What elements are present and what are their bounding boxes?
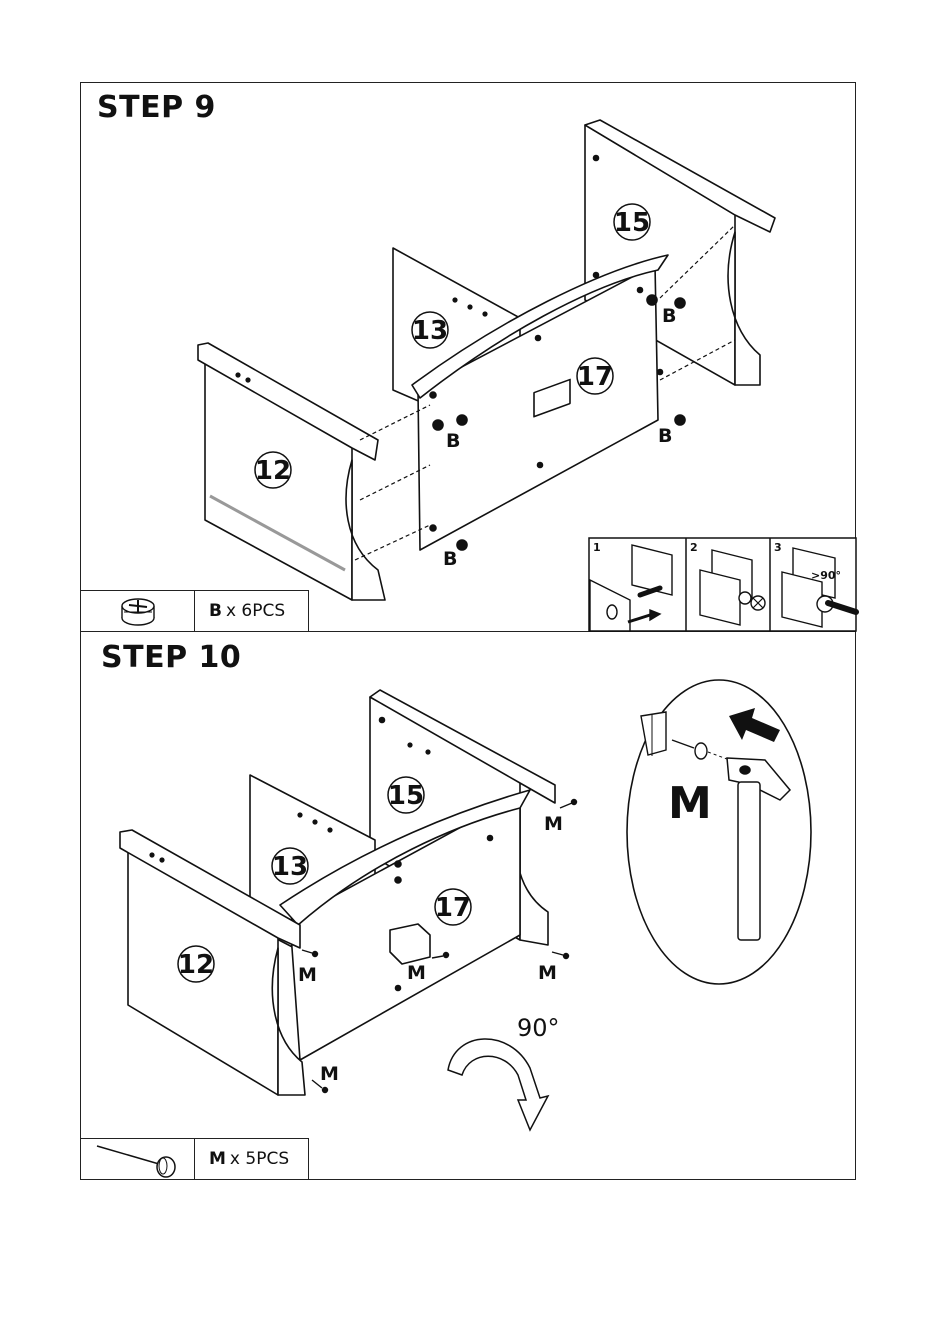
step9-part-15-label: 15 (614, 208, 650, 238)
step10-fitting-label-1: M (544, 813, 563, 835)
step10-legend-icon-cell (81, 1139, 195, 1179)
detail-step-2-number: 2 (690, 541, 698, 554)
step9-legend-icon-cell (81, 591, 195, 631)
step10-fitting-label-2: M (298, 964, 317, 986)
step9-fitting-label-3: B (658, 425, 672, 447)
step10-fitting-label-4: M (538, 962, 557, 984)
step10-fitting-label-3: M (407, 962, 426, 984)
step9-legend-count: x 6PCS (226, 601, 285, 621)
step9-part-13-label: 13 (412, 316, 448, 346)
step9-hardware-legend: B x 6PCS (80, 590, 309, 632)
step10-part-13-label: 13 (272, 852, 308, 882)
hammer-detail-fitting-label: M (668, 778, 712, 829)
rotation-label: 90° (517, 1014, 560, 1042)
step9-fitting-label-4: B (443, 548, 457, 570)
step10-hardware-legend: M x 5PCS (80, 1138, 309, 1180)
detail-step-1-number: 1 (593, 541, 601, 554)
detail-angle-label: >90° (811, 569, 841, 582)
step10-legend-count: x 5PCS (230, 1149, 289, 1169)
hammer-detail-inset (627, 680, 811, 984)
step10-fitting-label-5: M (320, 1063, 339, 1085)
step10-part-12-label: 12 (178, 950, 214, 980)
step9-legend-code: B (209, 601, 222, 621)
step10-legend-code: M (209, 1149, 226, 1169)
step9-detail-inset (589, 538, 856, 631)
cam-lock-icon (115, 594, 161, 628)
rotate-arrow-icon (448, 1039, 548, 1130)
detail-step-3-number: 3 (774, 541, 782, 554)
step9-part-17-label: 17 (577, 362, 613, 392)
step9-fitting-label-2: B (446, 430, 460, 452)
step9-fitting-label-1: B (662, 305, 676, 327)
step9-legend-quantity: B x 6PCS (195, 591, 308, 631)
step10-part-15-label: 15 (388, 781, 424, 811)
nail-icon (93, 1140, 183, 1178)
step9-part-12-label: 12 (255, 456, 291, 486)
step10-legend-quantity: M x 5PCS (195, 1139, 308, 1179)
step10-part-17-label: 17 (435, 893, 471, 923)
